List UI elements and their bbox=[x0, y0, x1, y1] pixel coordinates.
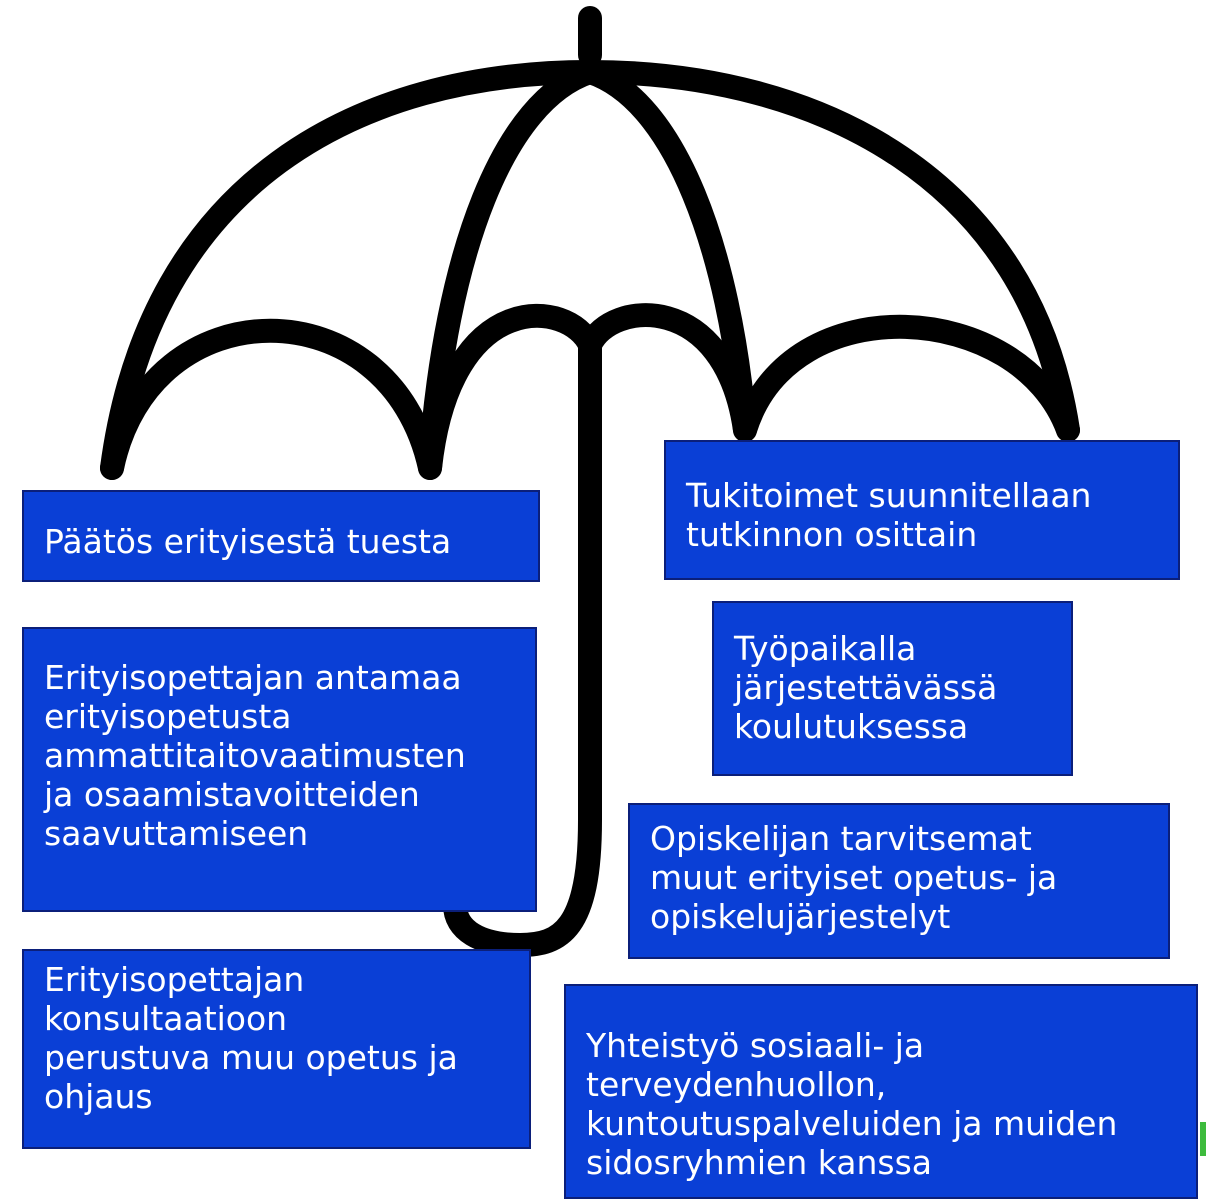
box-workplace-training: Työpaikalla järjestettävässä koulutukses… bbox=[712, 601, 1073, 776]
box-support-planning-text: Tukitoimet suunnitellaan tutkinnon ositt… bbox=[686, 476, 1092, 554]
box-decision-special-support: Päätös erityisestä tuesta bbox=[22, 490, 540, 582]
edge-green-mark bbox=[1200, 1122, 1206, 1156]
box-cooperation: Yhteistyö sosiaali- ja terveydenhuollon,… bbox=[564, 984, 1198, 1199]
box-support-planning: Tukitoimet suunnitellaan tutkinnon ositt… bbox=[664, 440, 1180, 580]
box-special-arrangements: Opiskelijan tarvitsemat muut erityiset o… bbox=[628, 803, 1170, 959]
box-workplace-training-text: Työpaikalla järjestettävässä koulutukses… bbox=[734, 629, 998, 746]
box-decision-special-support-text: Päätös erityisestä tuesta bbox=[44, 522, 452, 561]
box-special-teacher-instruction: Erityisopettajan antamaa erityisopetusta… bbox=[22, 627, 537, 912]
box-special-teacher-instruction-text: Erityisopettajan antamaa erityisopetusta… bbox=[44, 658, 466, 853]
box-consultation-teaching-text: Erityisopettajan konsultaatioon perustuv… bbox=[44, 960, 458, 1116]
umbrella-rib-right bbox=[578, 60, 757, 442]
umbrella-shaft-handle bbox=[443, 333, 602, 957]
box-consultation-teaching: Erityisopettajan konsultaatioon perustuv… bbox=[22, 949, 531, 1149]
box-special-arrangements-text: Opiskelijan tarvitsemat muut erityiset o… bbox=[650, 819, 1058, 936]
box-cooperation-text: Yhteistyö sosiaali- ja terveydenhuollon,… bbox=[586, 1026, 1118, 1182]
